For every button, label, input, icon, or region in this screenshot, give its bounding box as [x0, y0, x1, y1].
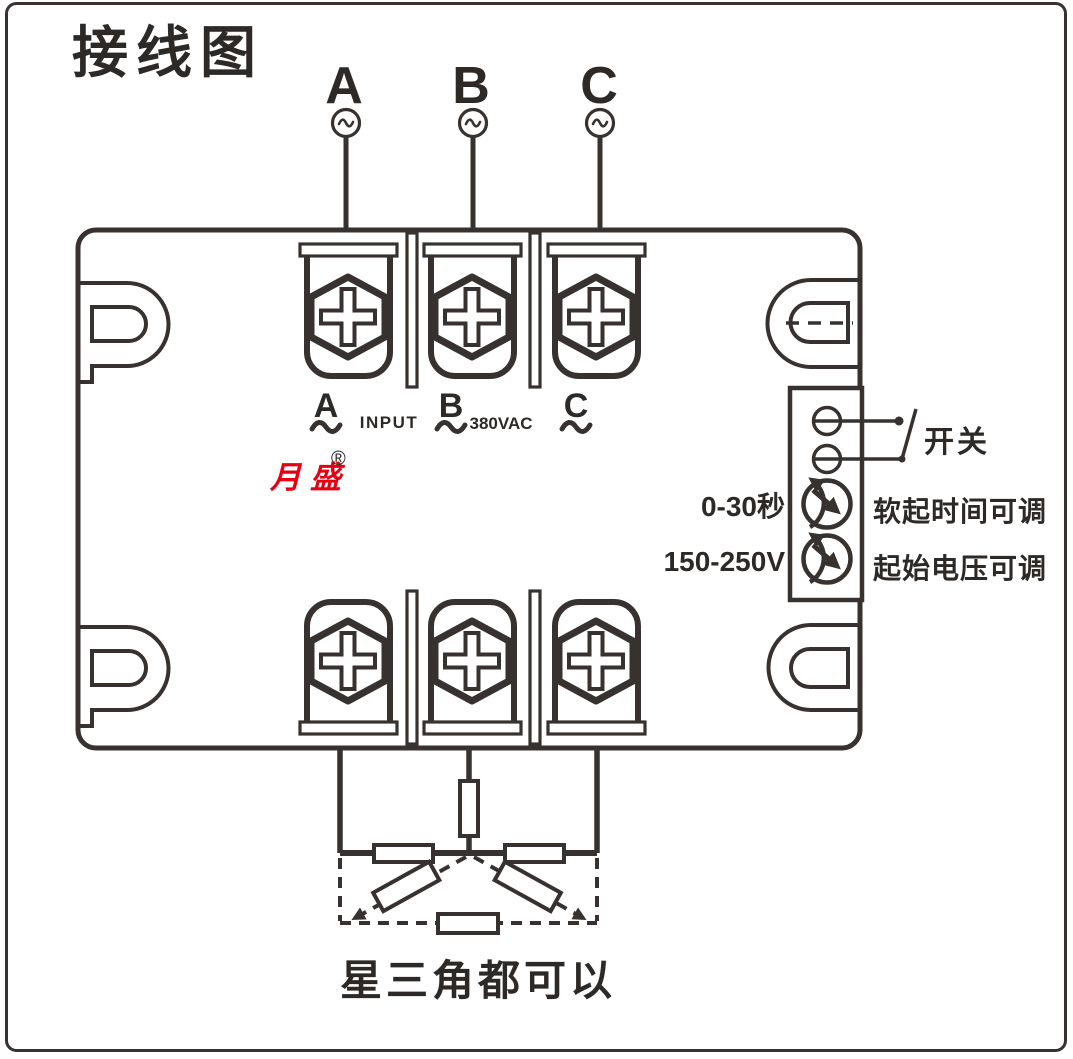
rotation-arrow-icon — [808, 532, 827, 584]
voltage-desc-label: 起始电压可调 — [873, 553, 1047, 584]
load-resistor-icon — [372, 843, 435, 864]
load-resistor-icon — [503, 843, 566, 864]
output-terminal-b — [422, 599, 523, 736]
page-border — [5, 2, 1067, 1052]
output-terminal-c — [546, 599, 647, 736]
output-terminal-a — [298, 599, 399, 736]
brand-name: 月盛 — [269, 460, 350, 495]
terminal-divider — [528, 589, 542, 746]
ac-tilde-icon — [434, 420, 468, 434]
mounting-slot-icon — [766, 623, 860, 712]
mounting-slot-icon — [765, 278, 860, 369]
voltage-range-label: 150-250V — [664, 546, 786, 577]
switch-circuit: 开关 — [811, 405, 990, 475]
delta-connection — [338, 855, 599, 935]
ac-tilde-icon — [309, 420, 343, 434]
time-desc-label: 软起时间可调 — [873, 496, 1047, 527]
load-resistor-icon — [436, 912, 500, 935]
switch-label: 开关 — [924, 426, 990, 459]
terminal-divider — [528, 231, 542, 389]
ac-source-icon — [584, 107, 616, 139]
screw-cross-icon — [567, 287, 625, 347]
screw-cross-icon — [319, 631, 377, 691]
load-resistor-icon — [458, 779, 480, 838]
footer-note: 星三角都可以 — [340, 957, 616, 1004]
load-resistor-icon — [491, 859, 564, 914]
terminal-c-label: C — [564, 387, 589, 425]
screw-cross-icon — [443, 631, 501, 691]
phase-c-label: C — [580, 57, 618, 115]
input-terminal-b — [422, 242, 523, 379]
phase-b-label: B — [452, 57, 490, 115]
terminal-divider — [405, 231, 419, 389]
terminal-a-label: A — [314, 387, 339, 425]
switch-contact-dot — [894, 416, 904, 426]
input-caption: INPUT — [360, 413, 419, 432]
screw-cross-icon — [567, 631, 625, 691]
brand-logo: 月盛 ® — [269, 448, 350, 495]
time-potentiometer: 0-30秒 软起时间可调 — [701, 477, 1047, 530]
registered-mark: ® — [331, 448, 346, 470]
rotation-arrow-icon — [808, 477, 827, 529]
switch-blade-icon — [900, 408, 918, 460]
terminal-divider — [405, 589, 419, 746]
input-terminal-c — [546, 242, 647, 379]
ac-tilde-icon — [559, 420, 593, 434]
screw-cross-icon — [319, 287, 377, 347]
star-connection — [337, 748, 600, 864]
voltage-caption: 380VAC — [470, 414, 533, 433]
mounting-slot-icon — [78, 281, 171, 384]
mounting-slot-icon — [78, 625, 171, 728]
load-resistor-icon — [370, 859, 443, 914]
input-labels: A INPUT B 380VAC C — [309, 387, 593, 434]
ac-source-icon — [330, 107, 362, 139]
voltage-potentiometer: 150-250V 起始电压可调 — [664, 532, 1047, 585]
terminal-b-label: B — [439, 387, 464, 425]
ac-source-icon — [457, 107, 489, 139]
input-terminal-a — [298, 242, 399, 379]
phase-feeds: A B C — [325, 57, 618, 230]
phase-a-label: A — [325, 57, 363, 115]
screw-cross-icon — [443, 287, 501, 347]
page-title: 接线图 — [72, 21, 264, 84]
time-range-label: 0-30秒 — [701, 491, 785, 522]
